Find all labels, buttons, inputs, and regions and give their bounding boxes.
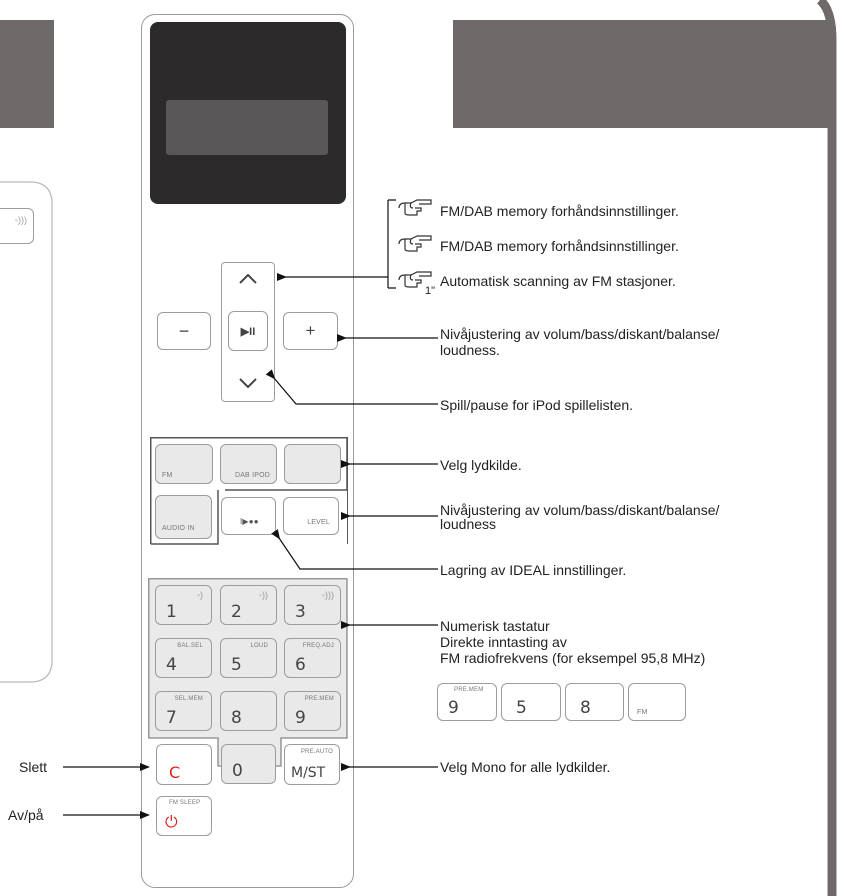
up-arrow-icon[interactable] <box>238 272 258 286</box>
left-volume-key[interactable]: ◦))) <box>0 208 34 244</box>
volume-icon: ◦))) <box>14 215 27 225</box>
header-bar-left <box>0 20 54 128</box>
key-7[interactable]: 7 SEL.MEM <box>155 691 212 731</box>
freq-key-5-label: 5 <box>516 698 527 718</box>
key-5-label: 5 <box>231 655 242 675</box>
callout-ideal-store: Lagring av IDEAL innstillinger. <box>440 562 627 578</box>
volume-mid-icon: ◦)) <box>258 590 268 600</box>
key-9[interactable]: 9 PRE.MEM <box>284 691 341 731</box>
key-7-label: 7 <box>166 708 177 728</box>
volume-high-icon: ◦))) <box>321 590 334 600</box>
header-bar-right <box>453 20 833 128</box>
callout-fm-dab-memory-2: FM/DAB memory forhåndsinnstillinger. <box>440 238 679 254</box>
callout-select-source: Velg lydkilde. <box>440 457 522 473</box>
freq-key-8-label: 8 <box>580 698 591 718</box>
callout-auto-scan: Automatisk scanning av FM stasjoner. <box>440 273 676 289</box>
dab-ipod-label: DAB IPOD <box>234 472 270 479</box>
callout-level-adjust-2: Nivåjustering av volum/bass/diskant/bala… <box>440 502 720 518</box>
key-8[interactable]: 8 <box>220 691 277 731</box>
clear-button[interactable]: C <box>156 744 212 785</box>
freq-key-8: 8 <box>565 683 624 721</box>
play-pause-button[interactable]: ▶II <box>228 311 268 351</box>
callout-level-adjust-1b: loudness. <box>440 342 500 358</box>
callout-power: Av/på <box>8 807 44 823</box>
key-4-label: 4 <box>166 655 177 675</box>
dab-ipod-source-button[interactable]: DAB IPOD <box>220 444 277 484</box>
clear-label: C <box>169 763 181 782</box>
freq-key-fm-label: FM <box>637 709 648 716</box>
ideal-label: I▶●● <box>240 517 259 526</box>
mono-button[interactable]: M/ST PRE.AUTO <box>284 744 340 785</box>
key-5[interactable]: 5 LOUD <box>220 638 277 678</box>
key-4[interactable]: 4 BAL.SEL <box>155 638 212 678</box>
plus-icon: + <box>305 321 316 340</box>
key-1[interactable]: 1 ◦) <box>155 585 212 625</box>
freq-key-5: 5 <box>501 683 561 721</box>
callout-level-adjust-1: Nivåjustering av volum/bass/diskant/bala… <box>440 326 720 342</box>
callout-level-adjust-2b: loudness <box>440 516 497 532</box>
key-3[interactable]: 3 ◦))) <box>284 585 341 625</box>
down-arrow-icon[interactable] <box>238 376 258 390</box>
key-3-label: 3 <box>295 602 306 622</box>
key-2[interactable]: 2 ◦)) <box>220 585 277 625</box>
freq-key-9-label: 9 <box>448 698 459 718</box>
minus-icon: − <box>178 320 190 341</box>
power-icon: ⏻ <box>165 812 178 831</box>
left-remote-outline <box>0 181 53 683</box>
power-button[interactable]: FM SLEEP ⏻ <box>156 796 212 836</box>
plus-button[interactable]: + <box>283 312 338 350</box>
callout-mono: Velg Mono for alle lydkilder. <box>440 759 611 775</box>
callout-numeric-3: FM radiofrekvens (for eksempel 95,8 MHz) <box>440 650 706 666</box>
mono-label: M/ST <box>291 765 326 781</box>
freq-key-9-sublabel: PRE.MEM <box>454 687 484 693</box>
key-8-label: 8 <box>231 708 242 728</box>
key-6[interactable]: 6 FREQ.ADJ <box>284 638 341 678</box>
volume-low-icon: ◦) <box>196 590 203 600</box>
source-blank-button[interactable] <box>284 444 341 484</box>
key-6-sublabel: FREQ.ADJ <box>302 643 334 649</box>
hand-pointer-icon <box>398 199 432 216</box>
power-sublabel: FM SLEEP <box>169 800 201 806</box>
key-4-sublabel: BAL.SEL <box>177 643 203 649</box>
callout-delete: Slett <box>19 759 48 775</box>
key-5-sublabel: LOUD <box>250 643 268 649</box>
key-9-label: 9 <box>295 708 306 728</box>
key-1-label: 1 <box>166 602 177 622</box>
callout-play-pause: Spill/pause for iPod spillelisten. <box>440 397 633 413</box>
callout-numeric-2: Direkte inntasting av <box>440 634 567 650</box>
key-0[interactable]: 0 <box>221 744 276 784</box>
hand-pointer-hold-icon <box>398 271 432 288</box>
hold-marker: 1" <box>425 285 436 297</box>
minus-button[interactable]: − <box>157 312 211 350</box>
fm-source-button[interactable]: FM <box>155 444 213 484</box>
level-label: LEVEL <box>307 519 330 526</box>
freq-key-fm: FM <box>628 683 686 721</box>
key-9-sublabel: PRE.MEM <box>304 696 334 702</box>
key-7-sublabel: SEL.MEM <box>174 696 203 702</box>
hand-pointer-icon <box>398 235 432 252</box>
callout-numeric-1: Numerisk tastatur <box>440 618 550 634</box>
level-button[interactable]: LEVEL <box>283 497 339 535</box>
callout-fm-dab-memory-1: FM/DAB memory forhåndsinnstillinger. <box>440 203 679 219</box>
key-0-label: 0 <box>232 761 243 781</box>
fm-label: FM <box>162 472 173 479</box>
remote-lcd <box>166 100 328 155</box>
ideal-button[interactable]: I▶●● <box>221 497 276 535</box>
audio-in-label: AUDIO IN <box>162 525 195 532</box>
audio-in-button[interactable]: AUDIO IN <box>155 495 212 539</box>
freq-key-9: 9 PRE.MEM <box>437 683 497 721</box>
mono-sublabel: PRE.AUTO <box>300 749 333 755</box>
key-2-label: 2 <box>231 602 242 622</box>
page-edge <box>816 0 837 896</box>
key-6-label: 6 <box>295 655 306 675</box>
play-pause-icon: ▶II <box>240 325 256 338</box>
